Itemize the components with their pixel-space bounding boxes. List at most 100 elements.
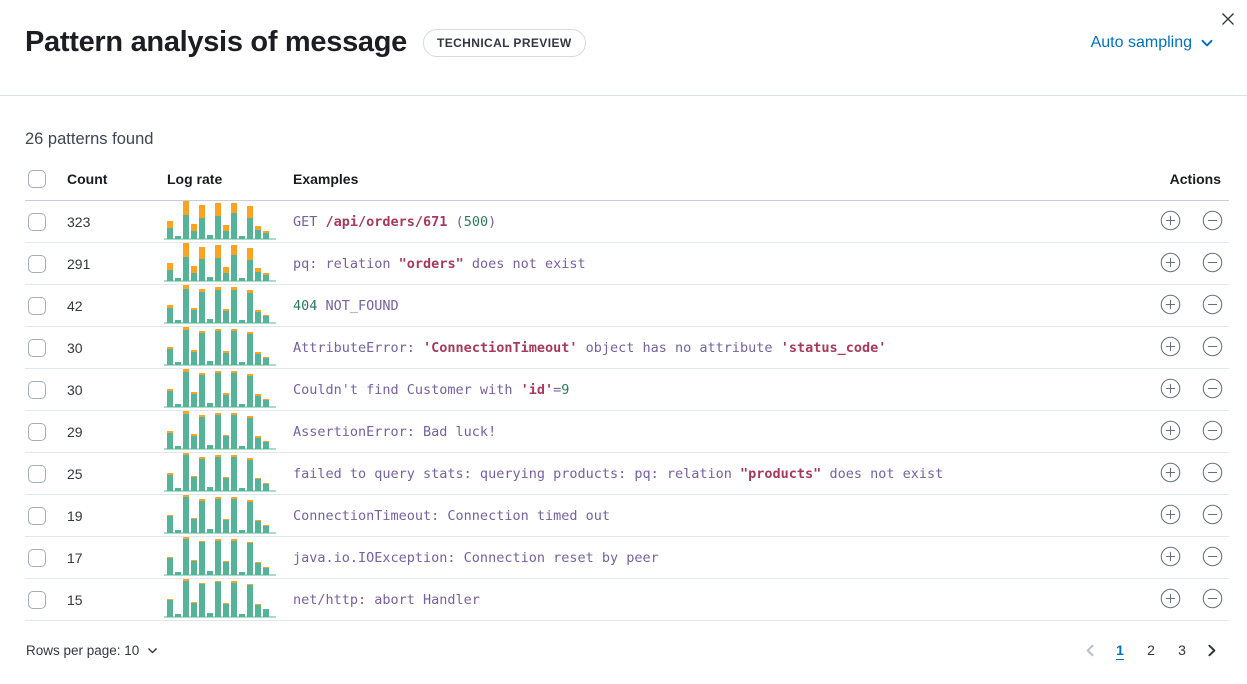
spark-bar: [175, 488, 181, 492]
spark-bar: [191, 434, 197, 450]
table-row: 30 AttributeError: 'ConnectionTimeout' o…: [25, 326, 1229, 370]
rows-per-page-button[interactable]: Rows per page: 10: [26, 643, 159, 658]
example-token: AssertionError: Bad luck!: [293, 423, 497, 440]
minus-circle-icon: [1202, 294, 1223, 315]
count-value: 19: [59, 494, 159, 538]
spark-bar: [175, 572, 181, 576]
row-checkbox[interactable]: [28, 380, 46, 399]
spark-bar: [231, 329, 237, 366]
spark-bar: [263, 399, 269, 408]
log-rate-sparkline: [164, 327, 276, 367]
minus-circle-icon: [1202, 588, 1223, 609]
spark-bar: [191, 350, 197, 366]
spark-bar: [239, 236, 245, 240]
filter-out-pattern-button[interactable]: [1202, 336, 1223, 360]
spark-bar: [207, 361, 213, 366]
row-checkbox[interactable]: [28, 212, 46, 231]
spark-bar: [175, 614, 181, 618]
row-checkbox[interactable]: [28, 548, 46, 567]
filter-out-pattern-button[interactable]: [1202, 210, 1223, 234]
filter-out-pattern-button[interactable]: [1202, 588, 1223, 612]
page-2-button[interactable]: 2: [1138, 637, 1164, 663]
filter-in-pattern-button[interactable]: [1160, 462, 1181, 486]
spark-bar: [167, 389, 173, 408]
close-button[interactable]: [1213, 4, 1243, 34]
filter-in-pattern-button[interactable]: [1160, 252, 1181, 276]
filter-out-pattern-button[interactable]: [1202, 252, 1223, 276]
spark-bar: [167, 221, 173, 240]
spark-bar: [207, 487, 213, 492]
spark-bar: [239, 278, 245, 282]
example-token: java.io.IOException: Connection reset by…: [293, 549, 659, 566]
spark-bar: [199, 289, 205, 324]
filter-out-pattern-button[interactable]: [1202, 462, 1223, 486]
spark-bar: [231, 497, 237, 534]
row-checkbox[interactable]: [28, 422, 46, 441]
spark-bar: [239, 446, 245, 450]
spark-bar: [215, 371, 221, 408]
spark-bar: [239, 530, 245, 534]
spark-bar: [263, 483, 269, 492]
filter-out-pattern-button[interactable]: [1202, 420, 1223, 444]
minus-circle-icon: [1202, 420, 1223, 441]
table-row: 323 GET /api/orders/671 (500): [25, 200, 1229, 244]
technical-preview-badge: TECHNICAL PREVIEW: [422, 28, 586, 57]
page-title: Pattern analysis of message: [25, 26, 407, 58]
filter-out-pattern-button[interactable]: [1202, 378, 1223, 402]
spark-bar: [167, 473, 173, 492]
spark-bar: [183, 579, 189, 618]
row-checkbox[interactable]: [28, 590, 46, 609]
table-row: 17 java.io.IOException: Connection reset…: [25, 536, 1229, 580]
filter-out-pattern-button[interactable]: [1202, 546, 1223, 570]
example-token: NOT_FOUND: [317, 297, 399, 314]
filter-in-pattern-button[interactable]: [1160, 588, 1181, 612]
row-checkbox[interactable]: [28, 338, 46, 357]
filter-in-pattern-button[interactable]: [1160, 546, 1181, 570]
page-1-button[interactable]: 1: [1107, 637, 1133, 663]
spark-bar: [223, 477, 229, 492]
spark-bar: [263, 609, 269, 618]
minus-circle-icon: [1202, 252, 1223, 273]
select-all-checkbox[interactable]: [28, 170, 46, 189]
sampling-menu-button[interactable]: Auto sampling: [1091, 34, 1215, 52]
log-rate-sparkline: [164, 369, 276, 409]
spark-bar: [191, 476, 197, 492]
spark-bar: [247, 458, 253, 492]
spark-bar: [207, 445, 213, 450]
example-text: GET /api/orders/671 (500): [293, 214, 496, 230]
spark-bar: [191, 602, 197, 618]
filter-in-pattern-button[interactable]: [1160, 420, 1181, 444]
spark-bar: [199, 331, 205, 366]
next-page-button[interactable]: [1200, 642, 1223, 659]
row-checkbox[interactable]: [28, 464, 46, 483]
filter-out-pattern-button[interactable]: [1202, 294, 1223, 318]
spark-bar: [199, 583, 205, 618]
row-checkbox[interactable]: [28, 506, 46, 525]
page-3-button[interactable]: 3: [1169, 637, 1195, 663]
spark-bar: [223, 393, 229, 408]
spark-bar: [199, 205, 205, 240]
previous-page-button[interactable]: [1079, 642, 1102, 659]
filter-in-pattern-button[interactable]: [1160, 378, 1181, 402]
log-rate-sparkline: [164, 537, 276, 577]
row-checkbox[interactable]: [28, 296, 46, 315]
filter-in-pattern-button[interactable]: [1160, 336, 1181, 360]
spark-bar: [207, 529, 213, 534]
spark-bar: [207, 319, 213, 324]
spark-bar: [207, 613, 213, 618]
filter-in-pattern-button[interactable]: [1160, 294, 1181, 318]
count-value: 15: [59, 578, 159, 622]
filter-in-pattern-button[interactable]: [1160, 504, 1181, 528]
spark-bar: [183, 327, 189, 366]
spark-bar: [207, 571, 213, 576]
spark-bar: [247, 374, 253, 408]
log-rate-sparkline: [164, 411, 276, 451]
spark-bar: [191, 224, 197, 240]
row-checkbox[interactable]: [28, 254, 46, 273]
minus-circle-icon: [1202, 504, 1223, 525]
spark-bar: [215, 203, 221, 240]
example-text: AssertionError: Bad luck!: [293, 424, 496, 440]
filter-out-pattern-button[interactable]: [1202, 504, 1223, 528]
plus-circle-icon: [1160, 252, 1180, 273]
filter-in-pattern-button[interactable]: [1160, 210, 1181, 234]
